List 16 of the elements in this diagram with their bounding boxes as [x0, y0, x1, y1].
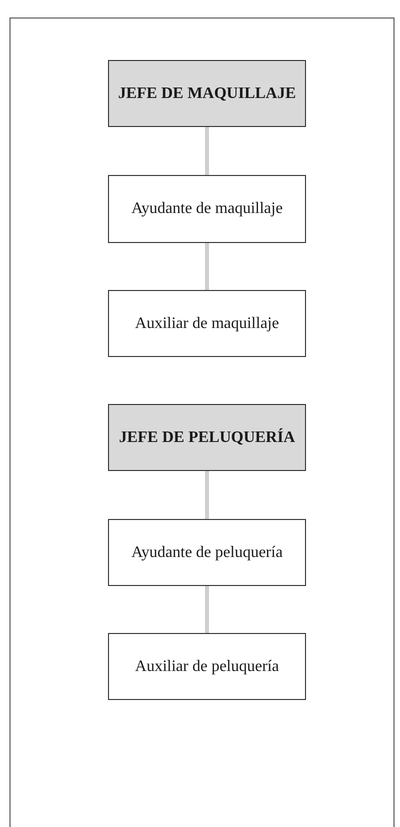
role-title: JEFE DE PELUQUERÍA [118, 428, 296, 446]
role-title: JEFE DE MAQUILLAJE [117, 84, 297, 102]
connector-line [205, 586, 209, 633]
role-box [108, 519, 306, 586]
role-title: Auxiliar de maquillaje [134, 314, 280, 332]
connector-line [205, 243, 209, 290]
role-title: Auxiliar de peluquería [134, 658, 280, 676]
connector-line [205, 127, 209, 175]
role-box [108, 633, 306, 700]
head-box [108, 60, 306, 127]
role-title: Ayudante de peluquería [130, 544, 284, 562]
connector-line [205, 471, 209, 519]
head-box [108, 404, 306, 471]
role-box [108, 175, 306, 243]
role-box [108, 290, 306, 357]
role-title: Ayudante de maquillaje [130, 200, 284, 218]
